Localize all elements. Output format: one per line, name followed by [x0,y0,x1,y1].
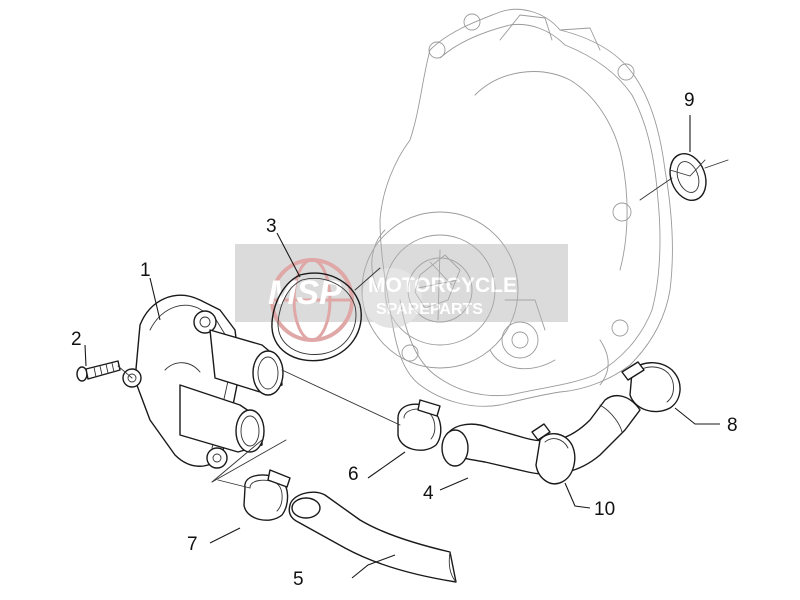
callout-9: 9 [684,90,695,111]
engine-cover [361,8,673,407]
callout-6: 6 [348,464,359,485]
callout-labels: 1 2 3 4 5 6 7 8 9 10 [71,90,738,590]
assembly-lines [117,159,729,489]
callout-5: 5 [293,569,304,590]
part-seal-ring [669,153,707,201]
part-hose-5 [288,491,457,583]
watermark-line2: SPAREPARTS [376,301,483,318]
part-clamp-8 [621,361,681,413]
part-clamp-7 [243,469,291,521]
part-clamp-10 [531,423,576,485]
part-screw [76,360,121,382]
callout-2: 2 [71,329,82,350]
part-clamp-6 [397,399,442,451]
watermark: MSP MOTORCYCLE SPAREPARTS [235,244,568,342]
leader-lines [84,115,720,579]
callout-10: 10 [594,499,615,520]
callout-4: 4 [423,483,434,504]
callout-1: 1 [140,260,151,281]
part-o-ring [271,272,362,362]
part-pump-cover [122,294,284,469]
watermark-sphere-icon [362,268,422,328]
watermark-line1: MOTORCYCLE [368,274,517,297]
callout-8: 8 [727,415,738,436]
callout-3: 3 [266,216,277,237]
callout-7: 7 [187,534,198,555]
part-hose-4 [441,394,641,479]
